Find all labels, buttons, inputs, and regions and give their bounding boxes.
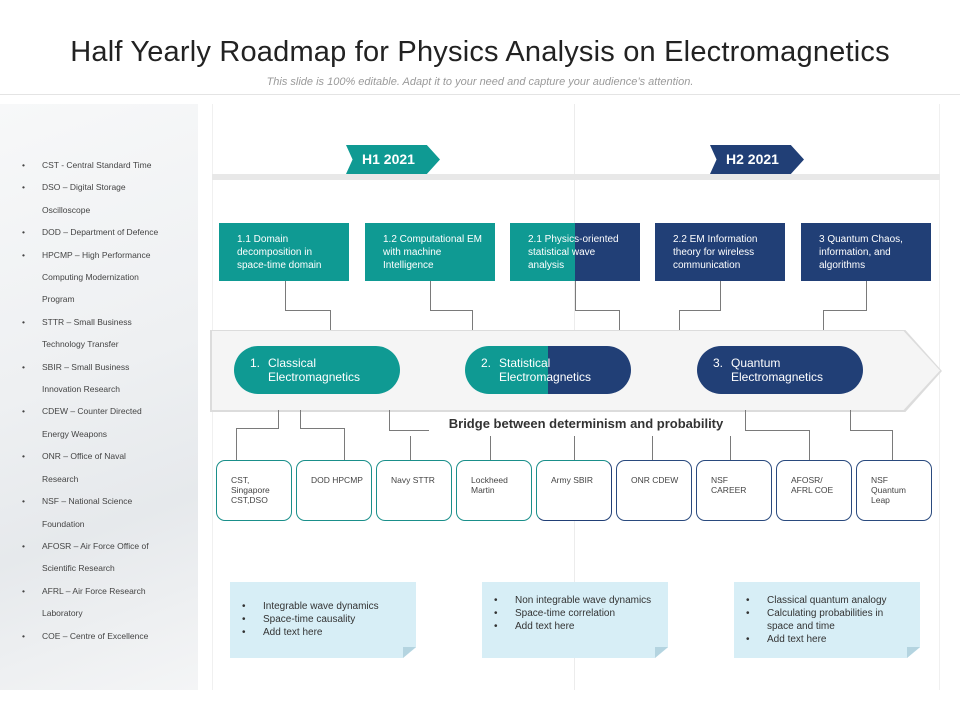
- glossary-item: •DOD – Department of Defence: [22, 227, 159, 238]
- note-item: •Space-time causality: [242, 614, 356, 625]
- connector-line: [574, 436, 575, 461]
- connector-line: [892, 430, 893, 461]
- connector-line: [236, 428, 237, 461]
- program-card: DOD HPCMP: [296, 460, 372, 521]
- timeline-bar: [212, 174, 940, 180]
- topic-box: 2.1 Physics-oriented statistical wave an…: [510, 223, 640, 281]
- connector-line: [745, 410, 746, 430]
- connector-line: [300, 428, 344, 429]
- connector-line: [389, 410, 390, 430]
- period-flag-h1: H1 2021: [346, 145, 440, 174]
- note-fold: [907, 647, 920, 658]
- connector-line: [430, 310, 472, 311]
- note-item: •Integrable wave dynamics: [242, 601, 379, 612]
- connector-line: [330, 310, 331, 332]
- note-item: •Calculating probabilities in space and …: [746, 608, 884, 632]
- note-item: •Add text here: [242, 627, 323, 638]
- topic-box: 1.1 Domain decomposition in space-time d…: [219, 223, 349, 281]
- topic-box: 3 Quantum Chaos, information, and algori…: [801, 223, 931, 281]
- connector-line: [823, 310, 867, 311]
- connector-line: [278, 410, 279, 428]
- note-fold: [655, 647, 668, 658]
- connector-line: [823, 310, 824, 332]
- connector-line: [720, 281, 721, 311]
- note-card: •Non integrable wave dynamics •Space-tim…: [482, 582, 668, 658]
- slide-subtitle: This slide is 100% editable. Adapt it to…: [266, 76, 694, 88]
- connector-line: [850, 430, 892, 431]
- note-item: •Non integrable wave dynamics: [494, 595, 652, 606]
- connector-line: [389, 430, 429, 431]
- theme-pill: 2. Statistical Electromagnetics: [465, 346, 631, 394]
- connector-line: [490, 436, 491, 461]
- note-item: •Add text here: [746, 634, 827, 645]
- connector-line: [809, 430, 810, 461]
- note-card: •Classical quantum analogy •Calculating …: [734, 582, 920, 658]
- theme-pill: 1. Classical Electromagnetics: [234, 346, 400, 394]
- connector-line: [344, 428, 345, 461]
- program-card: AFOSR/ AFRL COE: [776, 460, 852, 521]
- glossary-item: •COE – Centre of Excellence: [22, 630, 149, 641]
- note-card: •Integrable wave dynamics •Space-time ca…: [230, 582, 416, 658]
- connector-line: [410, 436, 411, 461]
- topic-box: 1.2 Computational EM with machine Intell…: [365, 223, 495, 281]
- connector-line: [730, 436, 731, 461]
- connector-line: [850, 410, 851, 430]
- connector-line: [300, 410, 301, 428]
- header-divider: [0, 94, 960, 95]
- connector-line: [575, 310, 619, 311]
- program-card: NSF CAREER: [696, 460, 772, 521]
- period-flag-h2: H2 2021: [710, 145, 804, 174]
- note-list: •Integrable wave dynamics •Space-time ca…: [242, 600, 402, 639]
- program-card: Navy STTR: [376, 460, 452, 521]
- note-list: •Non integrable wave dynamics •Space-tim…: [494, 594, 654, 633]
- connector-line: [679, 310, 680, 332]
- slide-title: Half Yearly Roadmap for Physics Analysis…: [70, 36, 890, 68]
- bridge-label: Bridge between determinism and probabili…: [428, 412, 744, 436]
- program-card: Army SBIR: [536, 460, 612, 521]
- connector-line: [430, 281, 431, 311]
- program-card: NSF Quantum Leap: [856, 460, 932, 521]
- note-fold: [403, 647, 416, 658]
- connector-line: [652, 436, 653, 461]
- glossary-list: •CST - Central Standard Time •DSO – Digi…: [22, 154, 182, 647]
- connector-line: [679, 310, 721, 311]
- connector-line: [866, 281, 867, 311]
- topic-box: 2.2 EM Information theory for wireless c…: [655, 223, 785, 281]
- connector-line: [236, 428, 279, 429]
- note-item: •Classical quantum analogy: [746, 595, 887, 606]
- connector-line: [745, 430, 809, 431]
- connector-line: [472, 310, 473, 332]
- glossary-item: •CST - Central Standard Time: [22, 160, 152, 170]
- glossary-sidebar: •CST - Central Standard Time •DSO – Digi…: [0, 104, 198, 690]
- connector-line: [575, 281, 576, 311]
- connector-line: [285, 281, 286, 311]
- program-card: ONR CDEW: [616, 460, 692, 521]
- theme-pill: 3. Quantum Electromagnetics: [697, 346, 863, 394]
- note-list: •Classical quantum analogy •Calculating …: [746, 594, 906, 646]
- note-item: •Add text here: [494, 621, 575, 632]
- connector-line: [619, 310, 620, 332]
- connector-line: [285, 310, 330, 311]
- program-card: Lockheed Martin: [456, 460, 532, 521]
- note-item: •Space-time correlation: [494, 608, 616, 619]
- program-card: CST, Singapore CST,DSO: [216, 460, 292, 521]
